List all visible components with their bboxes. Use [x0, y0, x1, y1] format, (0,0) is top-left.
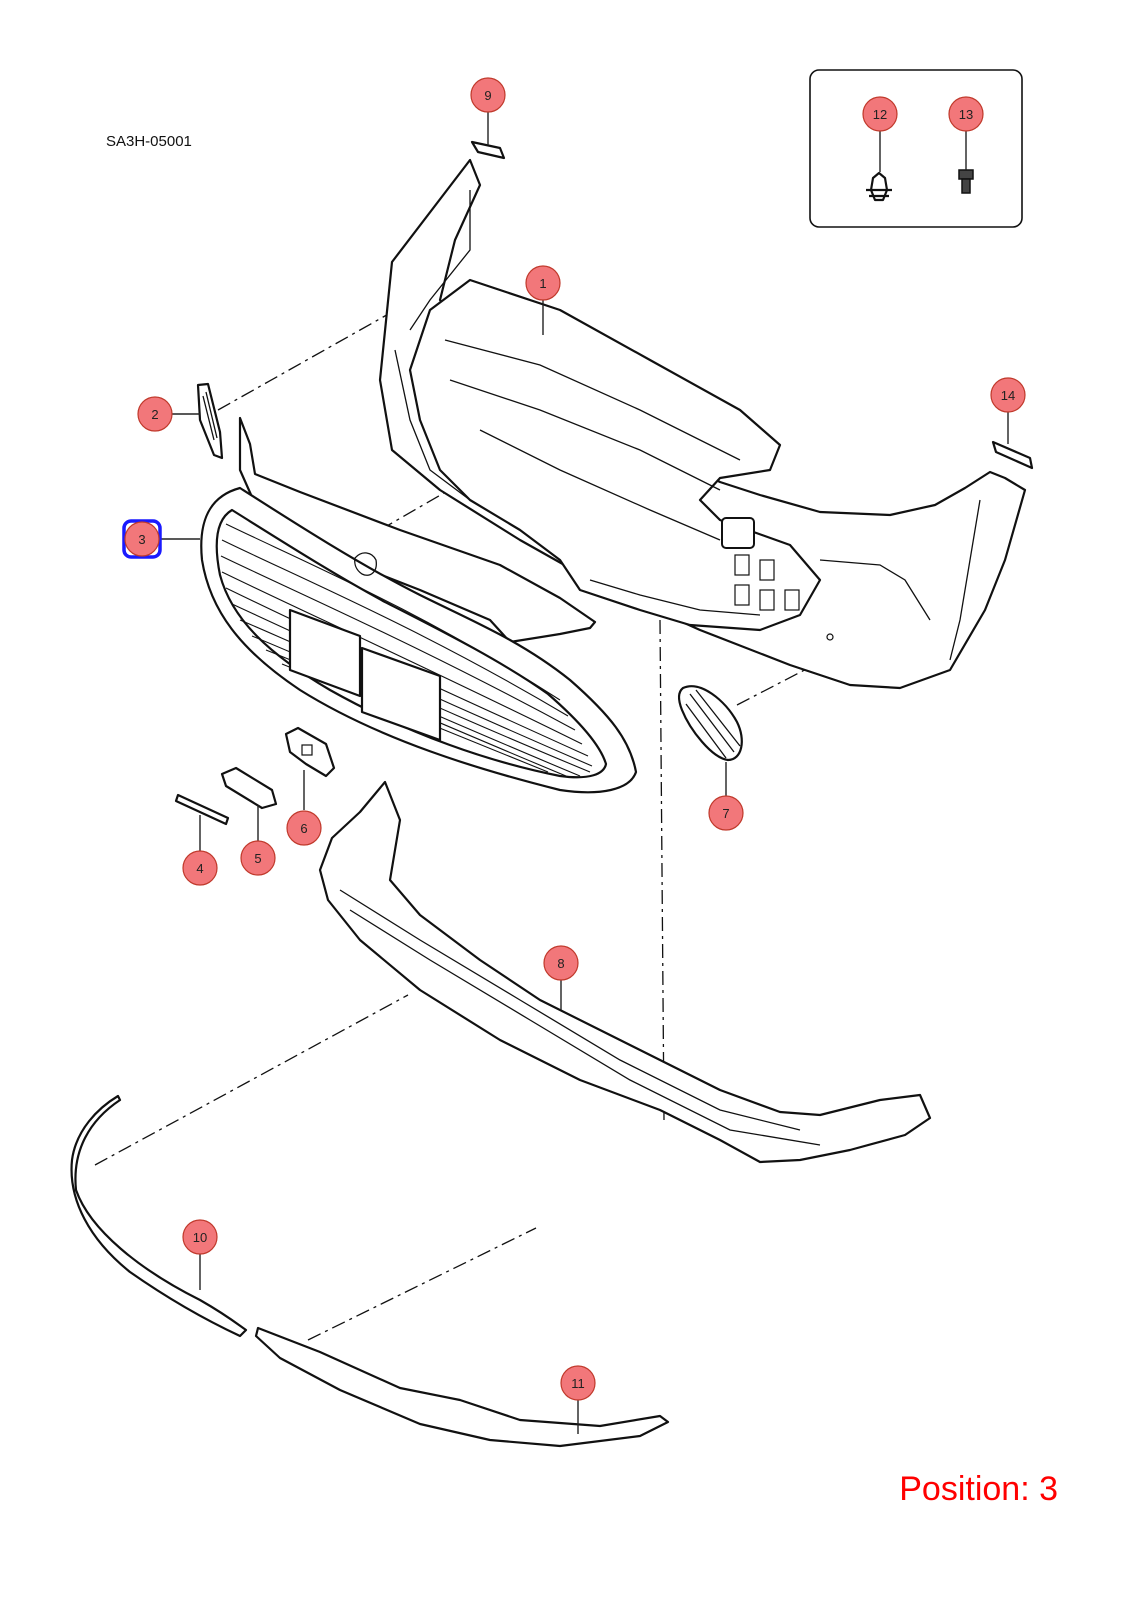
mount-bracket-part[interactable] — [284, 726, 336, 778]
bolt-fastener-part[interactable] — [958, 169, 974, 194]
callout-4-label: 4 — [196, 861, 203, 876]
callout-13-label: 13 — [959, 107, 973, 122]
fastener-inset — [809, 69, 1023, 228]
lower-reinforcement-part[interactable] — [318, 780, 932, 1164]
upper-mount-clip-part[interactable] — [470, 140, 506, 160]
callout-1[interactable]: 1 — [525, 265, 561, 301]
callout-2-label: 2 — [151, 407, 158, 422]
license-plate-bracket — [288, 608, 442, 742]
callout-8-label: 8 — [557, 956, 564, 971]
callouts: 1 2 3 4 5 6 7 8 — [122, 77, 1026, 1434]
callout-14[interactable]: 14 — [990, 377, 1026, 413]
callout-12[interactable]: 12 — [862, 96, 898, 132]
callout-8[interactable]: 8 — [543, 945, 579, 981]
grille-emblem — [354, 552, 377, 576]
clip-fastener-part[interactable] — [866, 171, 892, 202]
callout-7-label: 7 — [722, 806, 729, 821]
callout-14-label: 14 — [1001, 388, 1015, 403]
right-fog-bezel-part[interactable] — [678, 685, 743, 762]
callout-11-label: 11 — [571, 1376, 585, 1391]
callout-10[interactable]: 10 — [182, 1219, 218, 1255]
upper-bumper-beam-part[interactable] — [408, 278, 822, 632]
callout-2[interactable]: 2 — [137, 396, 173, 432]
callout-5[interactable]: 5 — [240, 840, 276, 876]
callout-3-label: 3 — [138, 532, 145, 547]
callout-7[interactable]: 7 — [708, 795, 744, 831]
side-mount-clip-part[interactable] — [991, 440, 1034, 470]
position-indicator: Position: 3 — [899, 1470, 1058, 1508]
callout-5-label: 5 — [254, 851, 261, 866]
selection-highlight — [122, 519, 162, 559]
small-trim-strip-part[interactable] — [174, 793, 230, 826]
lower-lip-left-part[interactable] — [70, 1094, 248, 1338]
callout-9[interactable]: 9 — [470, 77, 506, 113]
callout-1-label: 1 — [539, 276, 546, 291]
callout-13[interactable]: 13 — [948, 96, 984, 132]
callout-6-label: 6 — [300, 821, 307, 836]
callout-9-label: 9 — [484, 88, 491, 103]
lower-lip-right-part[interactable] — [254, 1326, 670, 1448]
callout-11[interactable]: 11 — [560, 1365, 596, 1401]
document-code: SA3H-05001 — [106, 133, 192, 150]
callout-6[interactable]: 6 — [286, 810, 322, 846]
callout-12-label: 12 — [873, 107, 887, 122]
callout-10-label: 10 — [193, 1230, 207, 1245]
left-fog-bezel-part[interactable] — [196, 382, 224, 460]
callout-4[interactable]: 4 — [182, 850, 218, 886]
front-grille-part[interactable] — [200, 486, 638, 794]
callout-3[interactable]: 3 — [122, 519, 162, 559]
grille-bracket-part[interactable] — [220, 766, 278, 810]
